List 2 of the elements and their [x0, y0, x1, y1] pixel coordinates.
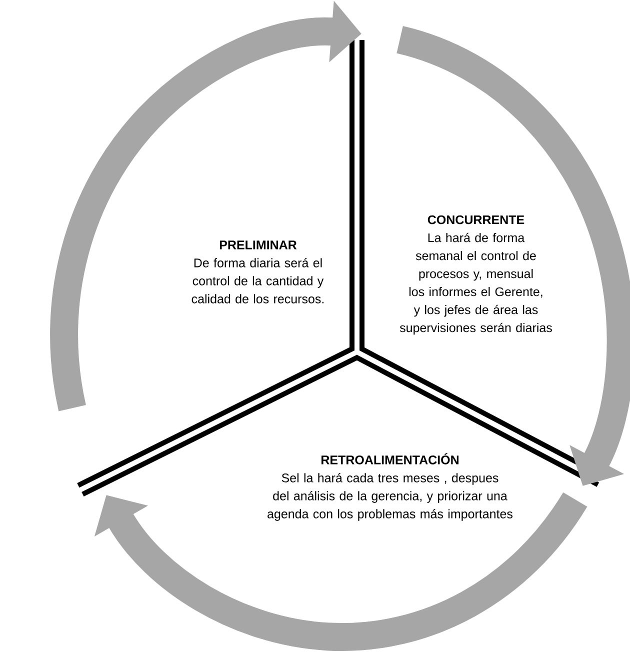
pie-sector: RETROALIMENTACIÓN Sel la hará cada tres meses , despues del análisis de la gerencia, y priorizar una agenda con los problemas más importantes — [82, 354, 600, 521]
circular-arrow — [94, 492, 587, 651]
